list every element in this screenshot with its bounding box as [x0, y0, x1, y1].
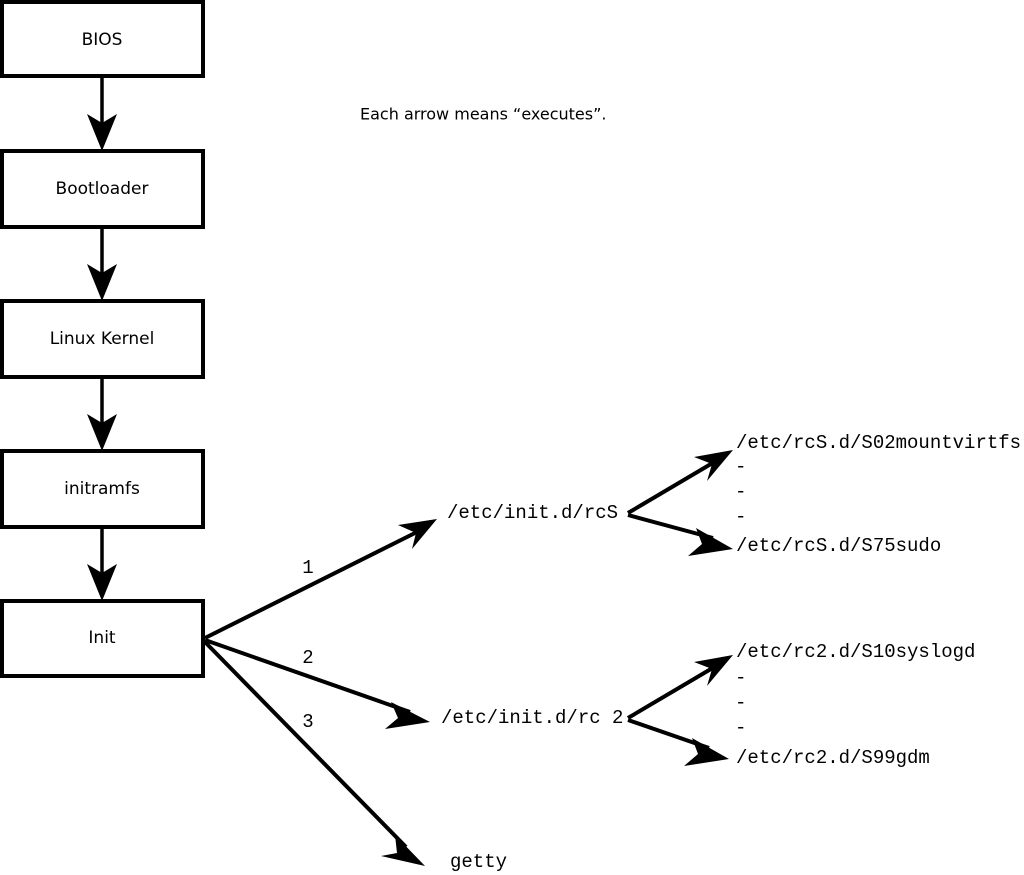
node-linux-kernel[interactable]: Linux Kernel: [0, 299, 205, 379]
node-init[interactable]: Init: [0, 599, 205, 678]
rcs-first-script-label: /etc/rcS.d/S02mountvirtfs: [736, 432, 1021, 454]
node-getty[interactable]: getty: [450, 851, 507, 873]
arrow-rc2-to-first-script: [626, 655, 733, 720]
rcs-last-script-label: /etc/rcS.d/S75sudo: [736, 535, 941, 557]
rc2-first-script-label: /etc/rc2.d/S10syslogd: [736, 641, 975, 663]
rc2-ellipsis-dash-3: -: [735, 717, 746, 739]
node-init-d-rc2[interactable]: /etc/init.d/rc 2: [441, 707, 623, 729]
init-d-rcs-label: /etc/init.d/rcS: [447, 502, 618, 524]
node-rcs-d-s02mountvirtfs[interactable]: /etc/rcS.d/S02mountvirtfs: [736, 432, 1021, 454]
node-bios[interactable]: BIOS: [0, 0, 205, 78]
linux-kernel-label: Linux Kernel: [50, 329, 155, 349]
arrow-init-branch-3: [203, 640, 425, 866]
branch-number-1: 1: [302, 557, 313, 579]
rcs-ellipsis-dash-2: -: [735, 481, 746, 503]
node-rcs-d-s75sudo[interactable]: /etc/rcS.d/S75sudo: [736, 535, 941, 557]
initramfs-label: initramfs: [64, 479, 140, 499]
node-bootloader[interactable]: Bootloader: [0, 149, 205, 229]
arrow-rcs-to-last-script: [627, 513, 733, 556]
arrow-init-branch-2: [204, 638, 430, 729]
arrow-rcs-to-first-script: [626, 450, 733, 515]
node-initramfs[interactable]: initramfs: [0, 449, 205, 529]
rc2-ellipsis-dash-2: -: [735, 692, 746, 714]
arrow-rc2-to-last-script: [627, 718, 729, 766]
rcs-ellipsis-dash-1: -: [735, 456, 746, 478]
rc2-last-script-label: /etc/rc2.d/S99gdm: [736, 747, 930, 769]
rcs-ellipsis-dash-3: -: [735, 506, 746, 528]
node-rc2-d-s99gdm[interactable]: /etc/rc2.d/S99gdm: [736, 747, 930, 769]
bios-label: BIOS: [82, 30, 123, 50]
diagram-caption: Each arrow means “executes”.: [360, 105, 606, 124]
arrow-initramfs-to-init: [87, 527, 117, 601]
arrow-kernel-to-initramfs: [87, 377, 117, 451]
initramfs-box[interactable]: [0, 449, 205, 529]
node-rc2-d-s10syslogd[interactable]: /etc/rc2.d/S10syslogd: [736, 641, 975, 663]
arrow-bios-to-bootloader: [87, 76, 117, 151]
bootloader-label: Bootloader: [56, 179, 149, 199]
init-d-rc2-label: /etc/init.d/rc 2: [441, 707, 623, 729]
branch-number-2: 2: [302, 647, 313, 669]
getty-label: getty: [450, 851, 507, 873]
init-label: Init: [88, 628, 116, 648]
branch-number-3: 3: [302, 711, 313, 733]
rc2-ellipsis-dash-1: -: [735, 667, 746, 689]
init-box[interactable]: [0, 599, 205, 678]
bios-box[interactable]: [0, 0, 205, 78]
arrow-init-branch-1: [204, 519, 437, 640]
node-init-d-rcs[interactable]: /etc/init.d/rcS: [447, 502, 618, 524]
arrow-bootloader-to-kernel: [87, 227, 117, 301]
